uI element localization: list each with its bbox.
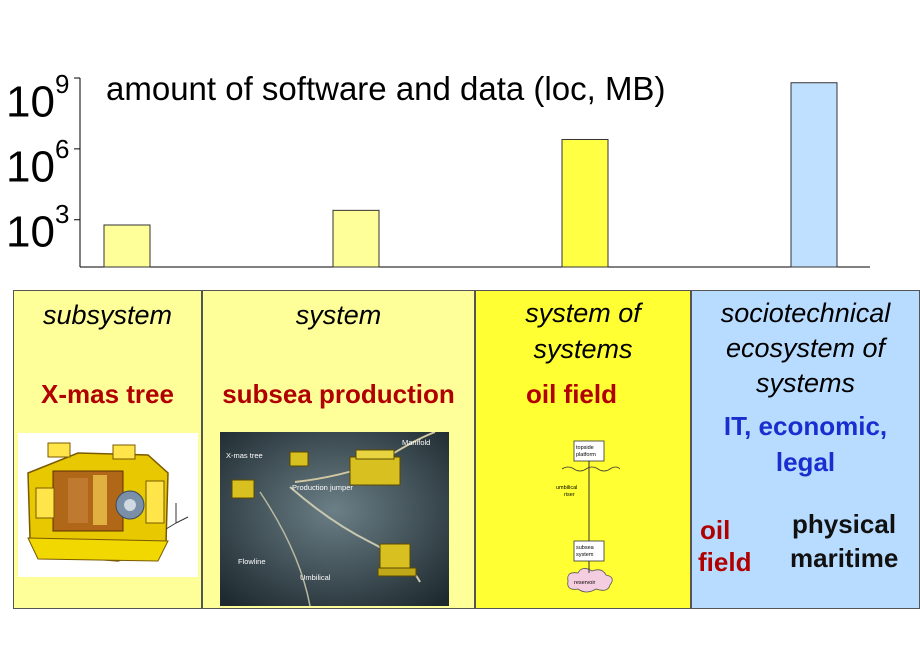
scale-label-ecosystem-line1: sociotechnical: [720, 298, 891, 328]
label-reservoir: reservoir: [574, 580, 596, 586]
example-oil-line2: field: [698, 547, 752, 577]
panel-system: system subsea production X-mas tree Mani…: [202, 290, 475, 609]
example-xmas-tree: X-mas tree: [41, 379, 174, 409]
bar-sociotechnical-ecosystem-of-systems: [790, 82, 838, 268]
label-subsea: subsea: [576, 545, 595, 551]
scale-label-system-of-systems-line1: system of: [525, 298, 641, 328]
scale-label-subsystem: subsystem: [42, 300, 173, 330]
y-tick-label-6: 106: [6, 134, 70, 192]
bar-system-of-systems: [561, 138, 609, 268]
scale-label-ecosystem-line3: systems: [755, 368, 855, 398]
bar-system: [332, 209, 380, 268]
label-riser: riser: [564, 492, 575, 498]
example-it-economic: IT, economic,: [723, 411, 888, 441]
example-oil-field: oil field: [526, 379, 617, 409]
example-physical: physical: [792, 509, 897, 539]
label-umbilical: Umbilical: [300, 573, 331, 582]
oil-field-diagram: topside platform umbilical riser subsea …: [556, 440, 621, 593]
label-production-jumper: Production jumper: [292, 483, 353, 492]
panel-sociotechnical-ecosystem: sociotechnical ecosystem of systems IT, …: [691, 290, 920, 609]
panel-subsystem: subsystem X-mas tree: [13, 290, 202, 609]
scale-label-system-of-systems-line2: systems: [533, 334, 633, 364]
example-maritime: maritime: [790, 543, 899, 573]
scale-label-ecosystem-line2: ecosystem of: [725, 333, 886, 363]
bar-subsystem: [103, 224, 151, 268]
bar-chart: [74, 77, 870, 268]
topside-platform-box: [573, 440, 605, 462]
label-flowline: Flowline: [238, 557, 266, 566]
label-topside: topside: [576, 445, 594, 451]
scale-label-system: system: [295, 300, 382, 330]
subsea-production-image: X-mas tree Manifold Production jumper Fl…: [220, 432, 449, 606]
subsea-system-box: [573, 540, 605, 562]
label-manifold: Manifold: [402, 438, 430, 447]
xmas-tree-image: [18, 433, 198, 577]
reservoir-icon: [567, 568, 613, 593]
label-umbilical: umbilical: [556, 485, 577, 491]
example-oil-line1: oil: [700, 515, 731, 545]
panel-system-of-systems: system of systems oil field topside plat…: [475, 290, 691, 609]
example-subsea-production: subsea production: [222, 379, 455, 409]
xmas-tree-machine-icon: [27, 442, 189, 562]
manifold-icon: [349, 449, 401, 486]
y-tick-label-9: 109: [6, 69, 70, 127]
xmas-tree-small-icon: [231, 451, 417, 577]
example-legal: legal: [775, 447, 836, 477]
label-platform: platform: [576, 452, 596, 458]
label-xmas-tree: X-mas tree: [226, 451, 263, 460]
chart-title: amount of software and data (loc, MB): [106, 70, 666, 107]
y-tick-label-3: 103: [6, 199, 70, 257]
label-system: system: [576, 552, 594, 558]
